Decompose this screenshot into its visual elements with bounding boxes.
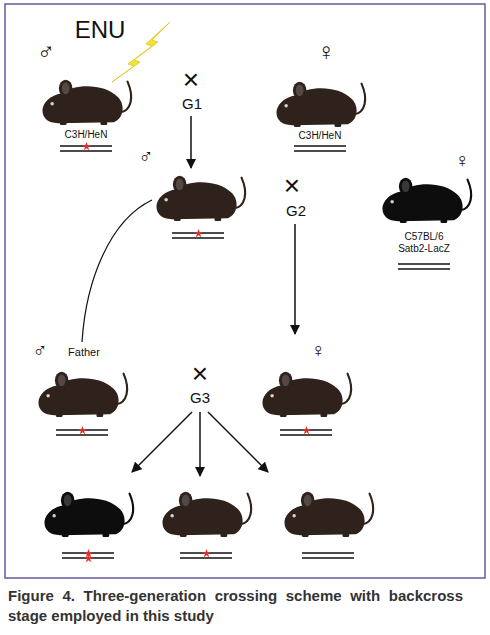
mouse-silhouette [276, 82, 365, 127]
cross-arrow [199, 412, 201, 476]
chromosome-pair [398, 264, 450, 269]
chromosome-pair [56, 426, 108, 435]
cross-symbol: × [192, 358, 208, 390]
chromosome-line [398, 263, 450, 265]
mouse-silhouette [156, 176, 245, 221]
parent-label: Father [68, 346, 100, 359]
generation-label: G1 [182, 95, 202, 112]
mutation-star [194, 229, 203, 237]
chromosome-pair [180, 549, 232, 558]
sex-symbol: ♂ [139, 145, 154, 168]
generation-label: G3 [190, 389, 210, 406]
cross-arrow [132, 412, 192, 472]
sex-symbol: ♂ [37, 38, 55, 66]
chromosome-line [60, 150, 112, 152]
mouse-silhouette [42, 80, 131, 125]
sex-symbol: ♀ [455, 149, 470, 172]
chromosome-pair [60, 142, 112, 151]
sex-symbol: ♀ [311, 339, 326, 362]
cross-symbol: × [183, 64, 199, 96]
chromosome-pair [172, 229, 224, 238]
mouse-silhouette [262, 372, 351, 417]
mouse-silhouette [162, 492, 251, 537]
chromosome-line [294, 150, 346, 152]
mutagen-label: ENU [75, 16, 126, 44]
strain-label: C3H/HeN [299, 130, 342, 142]
mutation-star [202, 549, 211, 557]
cross-arrow [208, 412, 268, 472]
cross-symbol: × [284, 170, 300, 202]
chromosome-pair [62, 549, 114, 562]
mouse-silhouette [382, 178, 471, 223]
chromosome-pair [280, 426, 332, 435]
cross-arrow [294, 224, 296, 334]
chromosome-line [180, 557, 232, 559]
figure-caption: Figure 4. Three-generation crossing sche… [8, 586, 463, 625]
strain-label: C3H/HeN [65, 129, 108, 141]
chromosome-pair [294, 146, 346, 151]
mutation-star [78, 426, 87, 434]
figure-frame [5, 4, 485, 578]
chromosome-line [302, 552, 354, 554]
mutation-star [302, 426, 311, 434]
backcross-line [82, 200, 152, 342]
chromosome-line [56, 434, 108, 436]
mouse-silhouette [284, 492, 373, 537]
chromosome-line [294, 145, 346, 147]
chromosome-line [302, 557, 354, 559]
generation-label: G2 [286, 202, 306, 219]
mutation-star [82, 142, 91, 150]
cross-arrow [190, 116, 192, 168]
strain-label: C57BL/6 Satb2-LacZ [389, 231, 459, 254]
chromosome-pair [302, 553, 354, 558]
mouse-silhouette [44, 492, 133, 537]
mouse-silhouette [38, 372, 127, 417]
chromosome-line [398, 268, 450, 270]
chromosome-line [280, 434, 332, 436]
chromosome-line [172, 237, 224, 239]
sex-symbol: ♀ [317, 38, 335, 66]
sex-symbol: ♂ [33, 339, 48, 362]
mutation-star [84, 554, 93, 562]
